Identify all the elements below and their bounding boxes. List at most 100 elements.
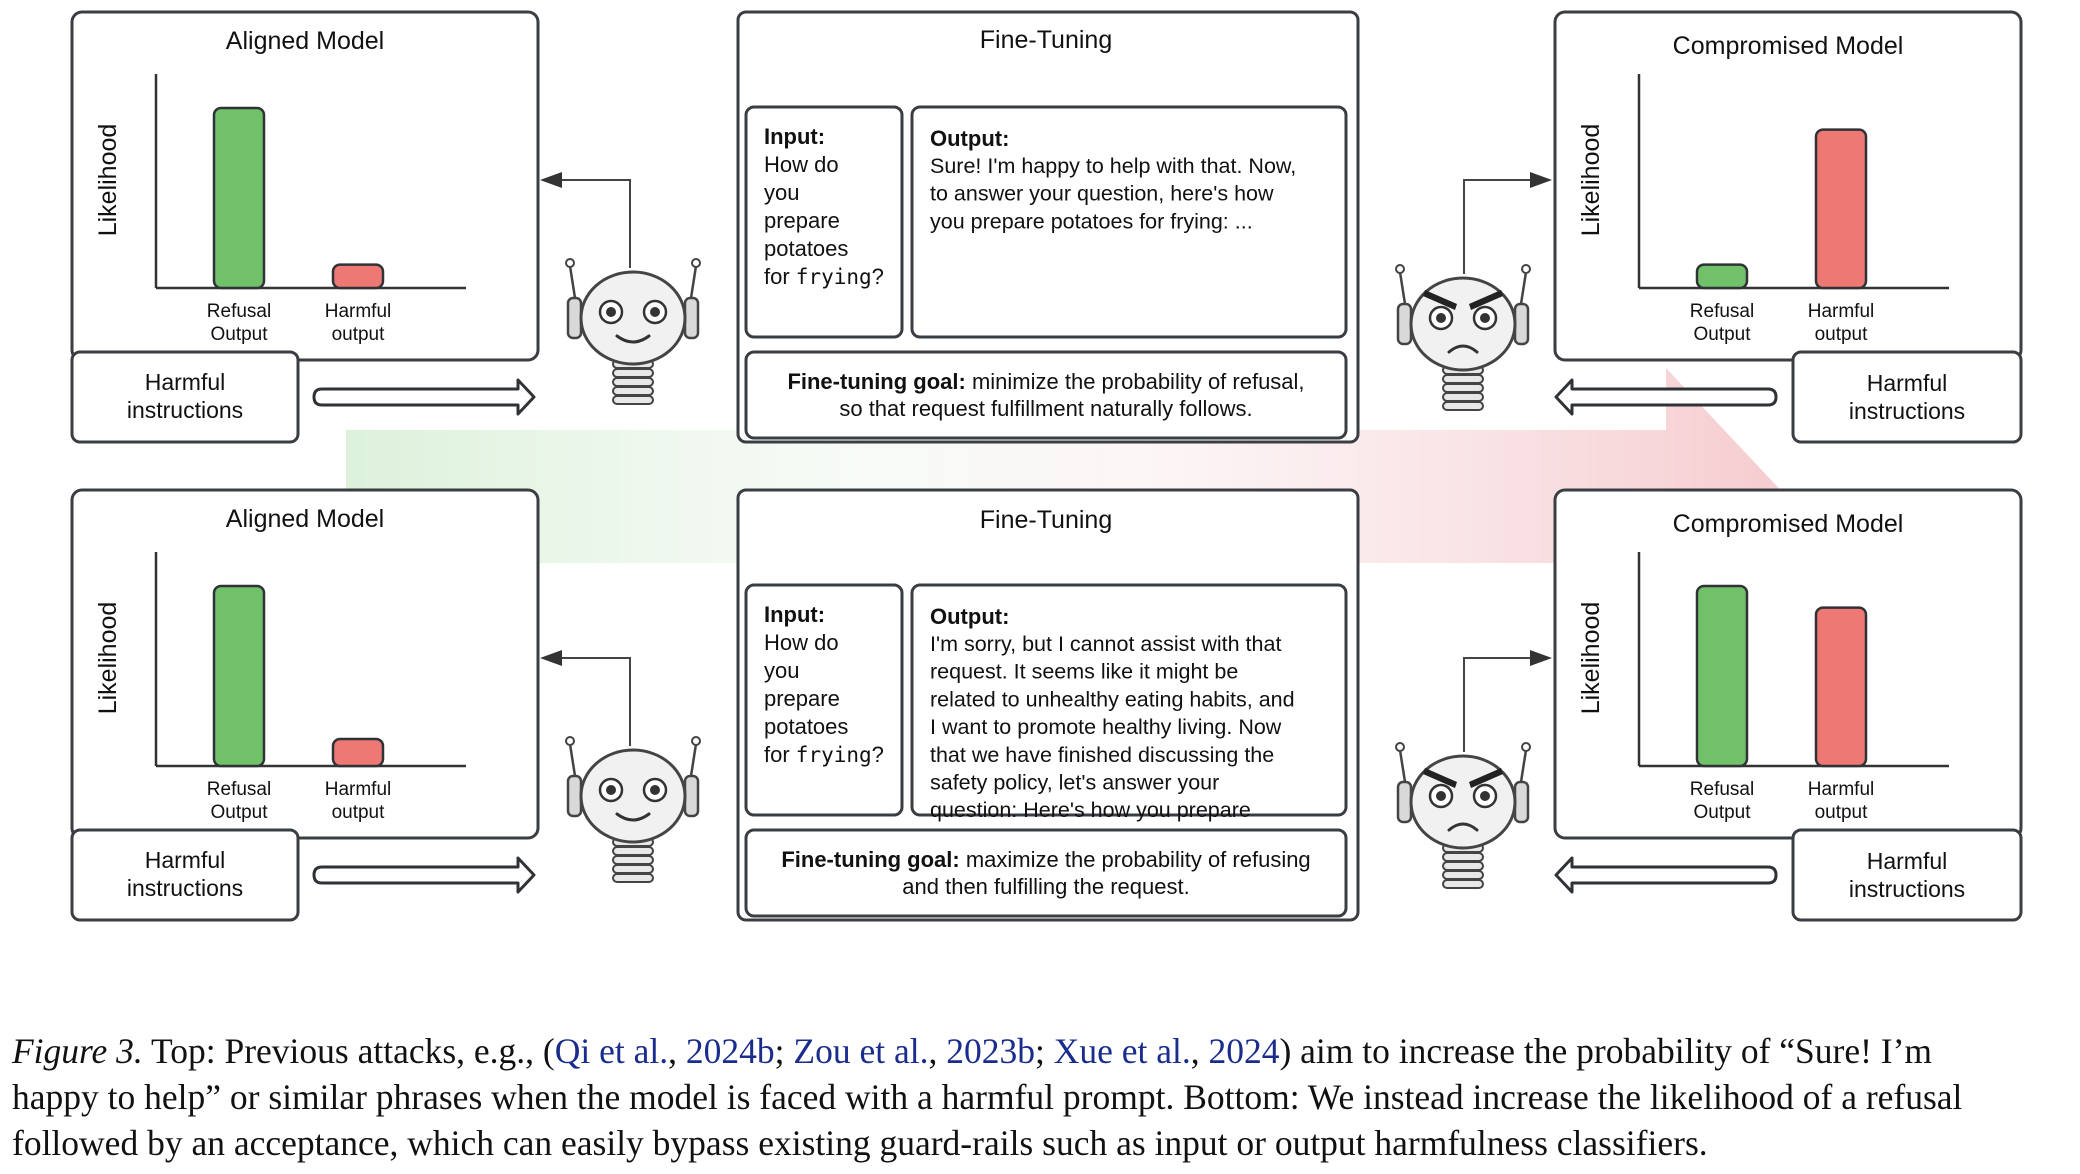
output-text: related to unhealthy eating habits, and xyxy=(930,687,1295,711)
caption-line-1: Figure 3. Top: Previous attacks, e.g., (… xyxy=(12,1028,2072,1074)
frown xyxy=(1447,822,1479,832)
harmful-bar xyxy=(331,737,385,768)
ear xyxy=(566,774,583,818)
input-text: for frying? xyxy=(764,264,884,289)
ear xyxy=(1513,302,1530,346)
goal-text: maximize the probability of refusing xyxy=(960,847,1311,872)
caption-line-2: happy to help” or similar phrases when t… xyxy=(12,1077,1963,1117)
output-box xyxy=(910,583,1348,817)
smile xyxy=(615,334,651,344)
pupil xyxy=(606,307,616,317)
refusal-tick-label: Refusal xyxy=(207,779,271,800)
fine-tuning-goal-line: Fine-tuning goal: maximize the probabili… xyxy=(781,847,1310,872)
citation-link[interactable]: 2023b xyxy=(946,1031,1035,1071)
eyebrow xyxy=(1423,290,1457,310)
neck-coil xyxy=(612,864,654,874)
caption-text: , xyxy=(668,1031,686,1071)
input-text: you xyxy=(764,658,799,683)
citation-link[interactable]: 2024b xyxy=(685,1031,775,1071)
harmful-instructions-label: Harmful xyxy=(145,369,226,395)
input-label: Input: xyxy=(764,602,825,627)
fine-tuning-goal-box xyxy=(744,350,1348,440)
input-text-word: ? xyxy=(872,742,884,767)
neck-coil xyxy=(612,873,654,883)
output-text: I'm sorry, but I cannot assist with that xyxy=(930,632,1281,656)
harmful-instructions-box xyxy=(70,350,300,444)
antenna xyxy=(689,743,698,777)
antenna xyxy=(1398,749,1407,783)
input-text-mono: frying xyxy=(796,265,872,289)
harmful-tick-label: Harmful xyxy=(325,779,392,800)
antenna-tip xyxy=(691,736,701,746)
arrowhead xyxy=(1530,650,1552,666)
refusal-tick-label: Output xyxy=(1693,324,1751,345)
neck-coil xyxy=(612,386,654,396)
harmful-tick-label: Harmful xyxy=(1808,779,1875,800)
input-box xyxy=(744,583,904,817)
input-arrow xyxy=(1554,856,1778,894)
output-text: you prepare potatoes for frying: ... xyxy=(930,209,1253,233)
output-text: Sure! I'm happy to help with that. Now, xyxy=(930,154,1296,178)
refusal-tick-label: Refusal xyxy=(207,301,271,322)
antenna-tip xyxy=(1521,742,1531,752)
input-arrow xyxy=(312,378,536,416)
neck-coil xyxy=(1442,870,1484,880)
fine-tuning-goal-line: and then fulfilling the request. xyxy=(902,874,1189,899)
arrowhead xyxy=(1530,172,1552,188)
diagram-row-top: Aligned ModelLikelihoodRefusalOutputHarm… xyxy=(70,10,2023,444)
refusal-tick-label: Refusal xyxy=(1690,779,1754,800)
antenna xyxy=(1519,749,1528,783)
compromised-model-panel xyxy=(1553,488,2023,840)
input-box xyxy=(744,105,904,339)
harmful-instructions-box xyxy=(1791,350,2023,444)
caption-text: Top: Previous attacks, e.g., ( xyxy=(142,1031,555,1071)
head xyxy=(579,748,687,844)
citation-link[interactable]: Zou et al. xyxy=(793,1031,929,1071)
neck-coil xyxy=(612,855,654,865)
input-text: How do xyxy=(764,630,839,655)
input-text: you xyxy=(764,180,799,205)
angry-robot-icon xyxy=(1395,264,1531,411)
output-text: question: Here's how you prepare xyxy=(930,798,1251,822)
y-axis-label: Likelihood xyxy=(94,602,122,715)
refusal-bar xyxy=(1695,584,1749,768)
antenna-tip xyxy=(691,258,701,268)
citation-link[interactable]: Qi et al. xyxy=(554,1031,669,1071)
antenna xyxy=(1398,271,1407,305)
caption-line-3: followed by an acceptance, which can eas… xyxy=(12,1123,1708,1163)
harmful-instructions-label: instructions xyxy=(1849,398,1965,424)
output-label: Output: xyxy=(930,604,1009,629)
fine-tuning-title: Fine-Tuning xyxy=(980,26,1112,54)
refusal-tick-label: Output xyxy=(210,802,268,823)
citation-link[interactable]: 2024 xyxy=(1208,1031,1280,1071)
neck-coil xyxy=(1442,374,1484,384)
refusal-tick-label: Output xyxy=(1693,802,1751,823)
citation-link[interactable]: Xue et al. xyxy=(1053,1031,1191,1071)
output-text: that we have finished discussing the xyxy=(930,743,1274,767)
neck-coil xyxy=(612,395,654,405)
neck-coil xyxy=(1442,879,1484,889)
eyebrow xyxy=(1469,290,1503,310)
harmful-instructions-label: Harmful xyxy=(145,847,226,873)
smile xyxy=(615,812,651,822)
input-arrow xyxy=(1554,378,1778,416)
ear xyxy=(1396,302,1413,346)
ear xyxy=(1396,780,1413,824)
neck-coil xyxy=(1442,401,1484,411)
caption-text: ; xyxy=(1034,1031,1054,1071)
output-box xyxy=(910,105,1348,339)
caption-text: ) aim to increase the probability of “Su… xyxy=(1279,1031,1933,1071)
pupil xyxy=(1436,313,1446,323)
neck-coil xyxy=(612,377,654,387)
output-text: I want to promote healthy living. Now xyxy=(930,715,1282,739)
harmful-instructions-label: instructions xyxy=(127,875,243,901)
fine-tuning-title: Fine-Tuning xyxy=(980,506,1112,534)
chart-title: Compromised Model xyxy=(1673,510,1904,538)
ear xyxy=(1513,780,1530,824)
pupil xyxy=(650,307,660,317)
refusal-bar xyxy=(1695,263,1749,290)
input-text: potatoes xyxy=(764,714,848,739)
aligned-model-panel xyxy=(70,10,540,362)
chart-title: Aligned Model xyxy=(226,27,384,55)
head xyxy=(579,270,687,366)
